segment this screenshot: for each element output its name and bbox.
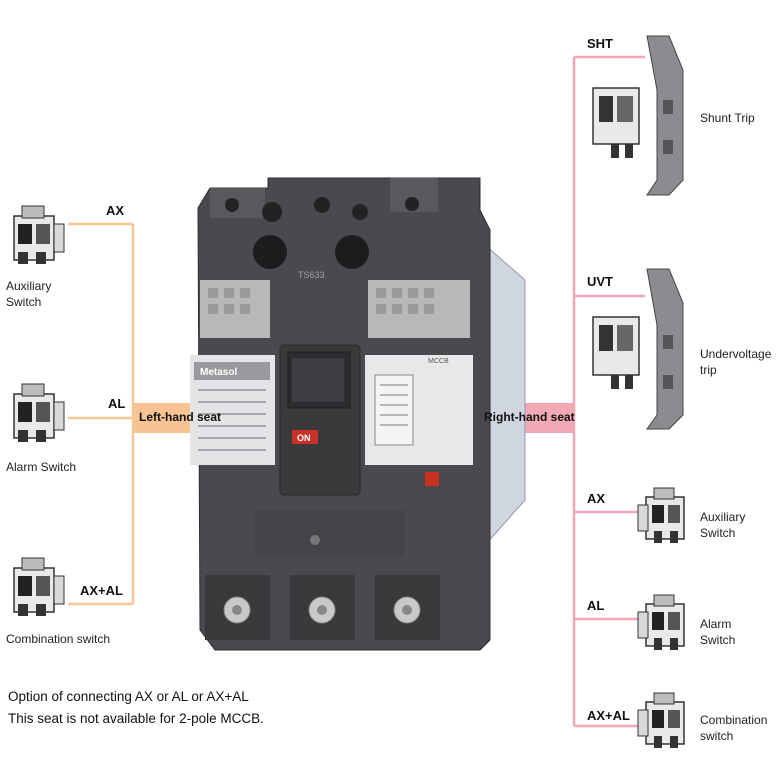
auxiliary-switch-icon <box>13 205 65 264</box>
left-label-al: Alarm Switch <box>6 459 76 475</box>
right-label-ax-line2: Switch <box>700 526 736 540</box>
right-label-uvt-line2: trip <box>700 363 717 377</box>
right-label-al: Alarm Switch <box>700 616 735 648</box>
svg-text:Metasol: Metasol <box>200 367 237 378</box>
left-seat-label: Left-hand seat <box>139 410 222 424</box>
left-label-ax-line2: Switch <box>6 295 42 309</box>
right-code-sht: SHT <box>587 36 613 51</box>
right-bracket-lines <box>572 55 645 728</box>
svg-text:ON: ON <box>297 433 311 443</box>
right-label-sht: Shunt Trip <box>700 110 755 126</box>
mccb-breaker-icon: TS633 Metasol ON MCCB <box>190 177 526 651</box>
right-label-axal: Combination switch <box>700 712 767 744</box>
left-code-axal: AX+AL <box>80 583 123 598</box>
right-code-al: AL <box>587 598 605 613</box>
shunt-trip-icon <box>592 35 684 196</box>
auxiliary-switch-icon <box>637 487 685 543</box>
right-label-axal-line2: switch <box>700 729 734 743</box>
right-code-axal: AX+AL <box>587 708 630 723</box>
right-label-axal-line1: Combination <box>700 713 768 727</box>
alarm-switch-icon <box>13 383 65 442</box>
right-code-ax: AX <box>587 491 606 506</box>
left-label-ax: Auxiliary Switch <box>6 278 51 310</box>
left-label-axal-line1: Combination switch <box>6 632 111 646</box>
left-label-al-line1: Alarm Switch <box>6 460 77 474</box>
svg-text:TS633: TS633 <box>298 270 325 280</box>
right-code-uvt: UVT <box>587 274 613 289</box>
left-label-ax-line1: Auxiliary <box>6 279 52 293</box>
left-label-axal: Combination switch <box>6 631 110 647</box>
combination-switch-icon <box>13 557 65 616</box>
right-label-ax-line1: Auxiliary <box>700 510 746 524</box>
right-seat-label: Right-hand seat <box>484 410 575 424</box>
alarm-switch-icon <box>637 594 685 650</box>
right-label-uvt-line1: Undervoltage <box>700 347 772 361</box>
combination-switch-icon <box>637 692 685 748</box>
right-label-ax: Auxiliary Switch <box>700 509 745 541</box>
svg-text:MCCB: MCCB <box>428 358 449 365</box>
left-bracket-lines <box>68 222 135 606</box>
right-label-al-line2: Switch <box>700 633 736 647</box>
left-code-ax: AX <box>106 203 125 218</box>
right-label-sht-line1: Shunt Trip <box>700 111 755 125</box>
left-code-al: AL <box>108 396 126 411</box>
right-label-al-line1: Alarm <box>700 617 732 631</box>
left-note-line1: Option of connecting AX or AL or AX+AL <box>8 689 249 704</box>
left-note-line2: This seat is not available for 2-pole MC… <box>8 711 264 726</box>
right-label-uvt: Undervoltage trip <box>700 346 771 378</box>
undervoltage-trip-icon <box>592 268 684 430</box>
